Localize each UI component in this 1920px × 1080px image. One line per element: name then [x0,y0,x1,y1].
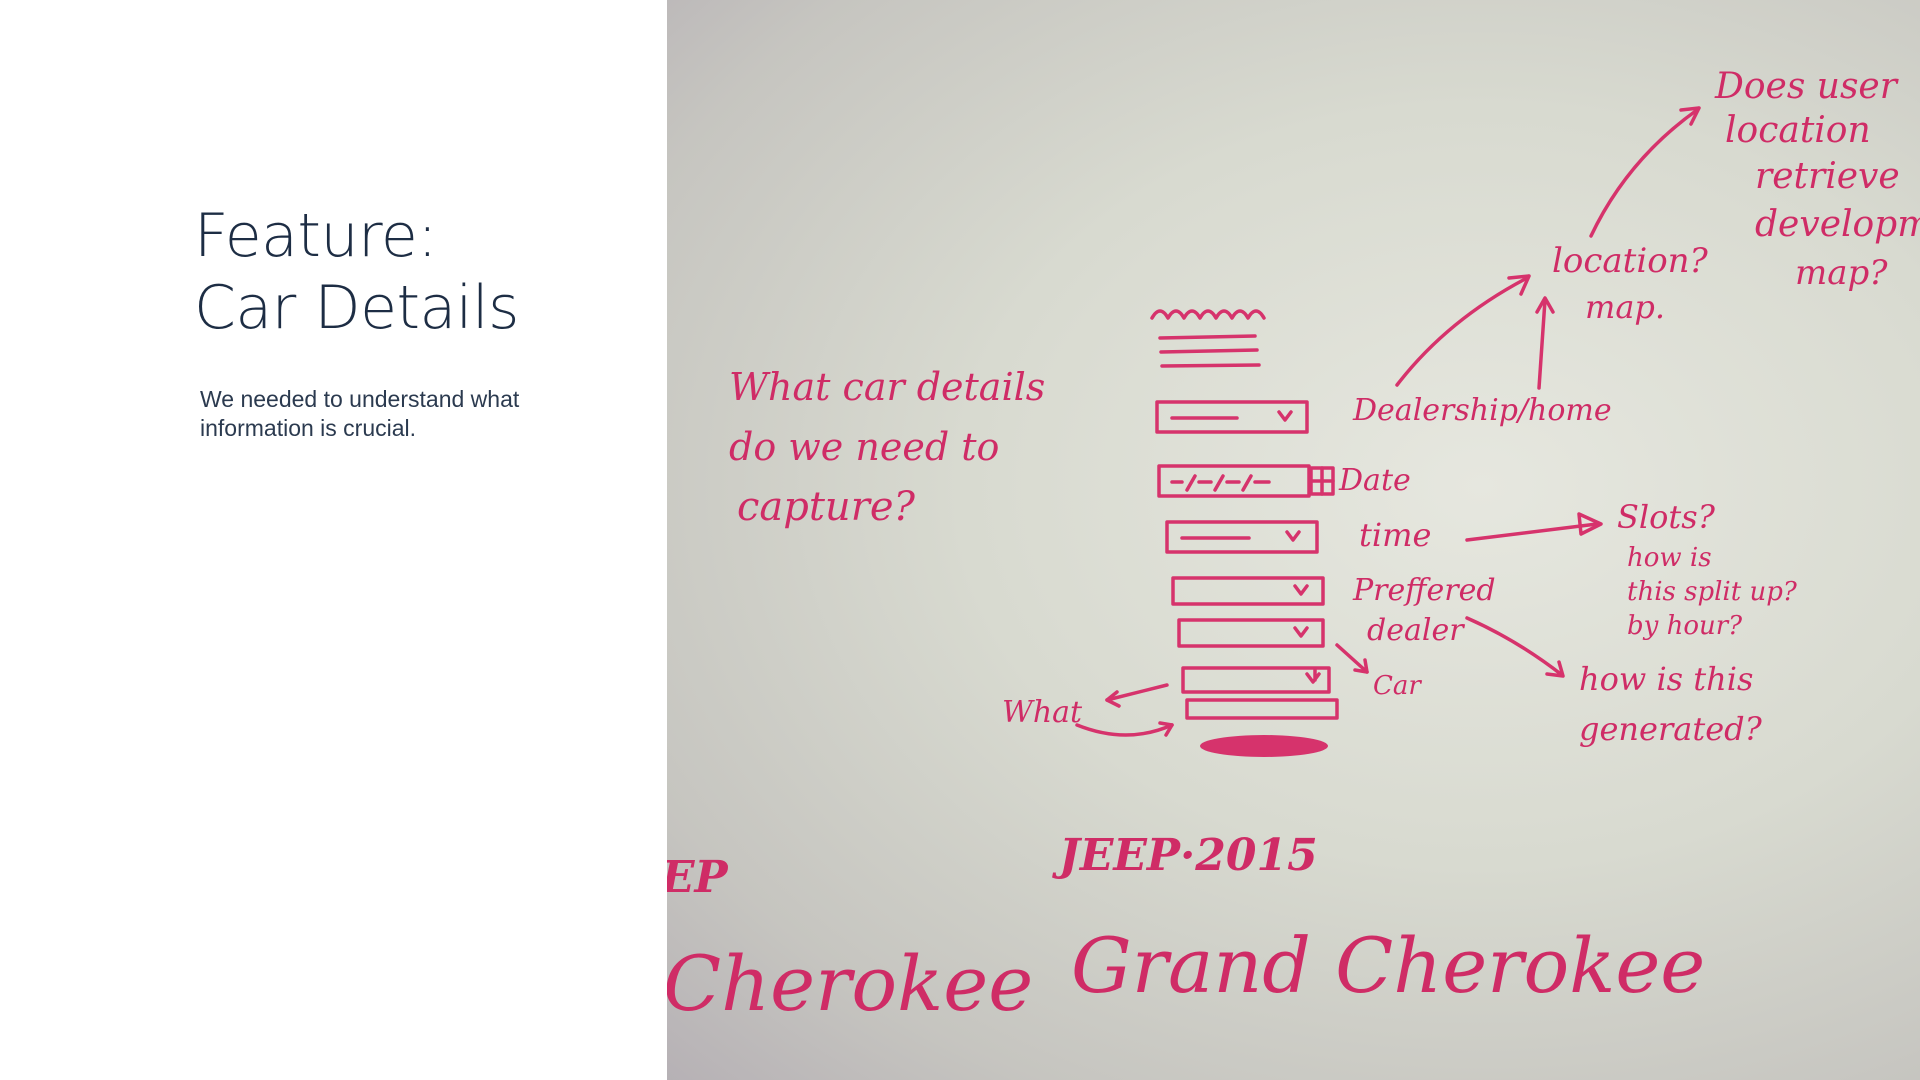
wireframe-dealer-field [1171,576,1325,606]
wireframe-line [1160,363,1261,368]
wireframe-line [1159,348,1259,354]
title-line-1: Feature: [194,201,437,271]
page-title: Feature: Car Details [194,200,519,344]
wireframe-dealer-field-2 [1177,618,1325,648]
arrow-head [1507,274,1531,296]
wireframe-submit-button [1200,735,1328,757]
arrow-to-slots [1465,522,1599,542]
jeep-main-line-2: Grand Cherokee [1071,921,1705,1010]
note-slots-line-4: by hour? [1627,611,1743,641]
arrow-head [1535,296,1555,314]
wireframe-line [1158,334,1257,340]
label-dealership: Dealership/home [1352,393,1612,428]
label-what: What [1002,695,1083,730]
arrow-head [1105,690,1121,708]
arrow-head [1353,658,1369,674]
note-top-line-1: Does user [1714,66,1899,107]
note-top-line-4: development [1755,204,1920,245]
note-location-line-2: map. [1585,288,1665,326]
wireframe-field-detail [1305,668,1321,684]
arrow-from-form [1105,683,1169,702]
arrow-to-map [1537,298,1547,390]
question-line-3: capture? [737,484,915,530]
note-generated-line-2: generated? [1579,710,1763,748]
arrow-head [1679,106,1701,126]
arrow-head [1158,721,1174,737]
note-slots-line-2: how is [1627,543,1712,573]
whiteboard-photo: What car details do we need to capture? … [667,0,1920,1080]
wireframe-field [1185,698,1339,720]
note-slots-line-3: this split up? [1627,577,1798,607]
note-generated-line-1: how is this [1579,660,1753,698]
arrow-head [1577,512,1603,536]
label-preferred-line-2: dealer [1367,613,1465,648]
label-time: time [1359,516,1431,554]
sketch-arrows [1075,106,1701,737]
label-preferred-line-1: Preffered [1352,573,1496,608]
wireframe-heading-scribble [1150,309,1266,320]
arrow-to-car [1335,643,1369,674]
wireframe-field-detail [1170,474,1271,492]
wireframe-date-field [1157,464,1311,498]
arrow-to-form [1075,723,1174,737]
description: We needed to understand what information… [200,386,520,441]
wireframe-field-detail [1180,530,1301,542]
note-slots-line-1: Slots? [1617,498,1716,536]
note-top-line-2: location [1725,110,1871,151]
wireframe-field-detail [1293,584,1309,596]
jeep-left-line-1: EP [667,852,730,903]
wireframe-field-detail [1170,410,1293,422]
question-line-2: do we need to [729,425,999,469]
calendar-icon-grid [1309,466,1335,496]
arrow-to-generated [1465,616,1564,677]
title-line-2: Car Details [194,273,519,343]
note-location-line-1: location? [1552,241,1709,281]
note-top-line-5: map? [1795,253,1888,293]
wireframe-dropdown-field [1155,400,1309,434]
jeep-left-line-2: Cherokee [667,939,1033,1028]
question-line-1: What car details [729,365,1045,409]
wireframe-sketch [1150,309,1339,757]
whiteboard-sketch: What car details do we need to capture? … [667,66,1920,1028]
wireframe-time-field [1165,520,1319,554]
arrow-to-location [1395,276,1529,387]
label-car: Car [1373,671,1422,701]
text-panel: Feature: Car Details We needed to unders… [0,0,667,1080]
wireframe-field-detail [1293,626,1309,638]
note-top-line-3: retrieve [1755,156,1900,197]
jeep-main-line-1: JEEP·2015 [1052,830,1318,881]
arrow-head [1545,660,1565,678]
wireframe-car-field [1181,666,1331,694]
arrow-to-top-note [1589,108,1699,238]
label-date: Date [1338,463,1411,498]
